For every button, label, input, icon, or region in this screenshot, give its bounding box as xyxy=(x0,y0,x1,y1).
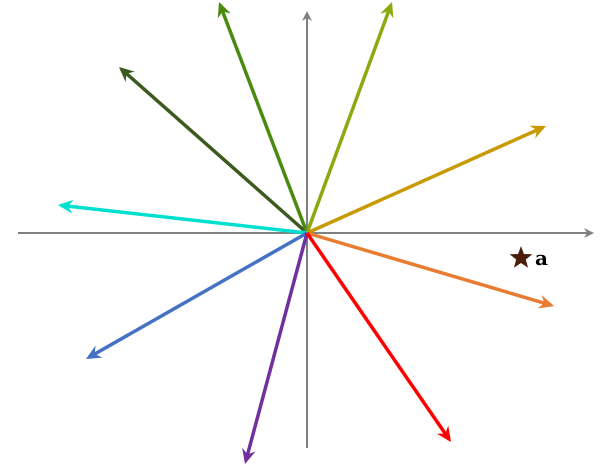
arrowhead-yellow-green xyxy=(380,2,394,19)
vector-gold xyxy=(306,125,544,235)
vector-orange xyxy=(306,231,552,307)
point-a: a xyxy=(509,246,548,270)
vector-green xyxy=(218,4,309,234)
arrowhead-red xyxy=(436,425,451,442)
vectors xyxy=(58,2,554,464)
arrowhead-blue xyxy=(86,345,103,359)
vector-yellow-green xyxy=(305,4,393,234)
star-icon xyxy=(509,246,533,268)
arrowhead-gold xyxy=(529,125,546,139)
arrowhead-dark-green xyxy=(119,67,135,83)
arrowhead-green xyxy=(217,2,231,19)
vector-dark-green xyxy=(120,67,309,235)
vector-cyan xyxy=(60,203,308,235)
arrowhead-orange xyxy=(537,295,554,309)
point-label: a xyxy=(535,246,548,270)
arrowhead-cyan xyxy=(58,199,74,214)
vector-purple xyxy=(244,232,309,462)
vector-red xyxy=(305,232,451,441)
vector-blue xyxy=(87,231,308,360)
arrowhead-purple xyxy=(242,447,256,464)
